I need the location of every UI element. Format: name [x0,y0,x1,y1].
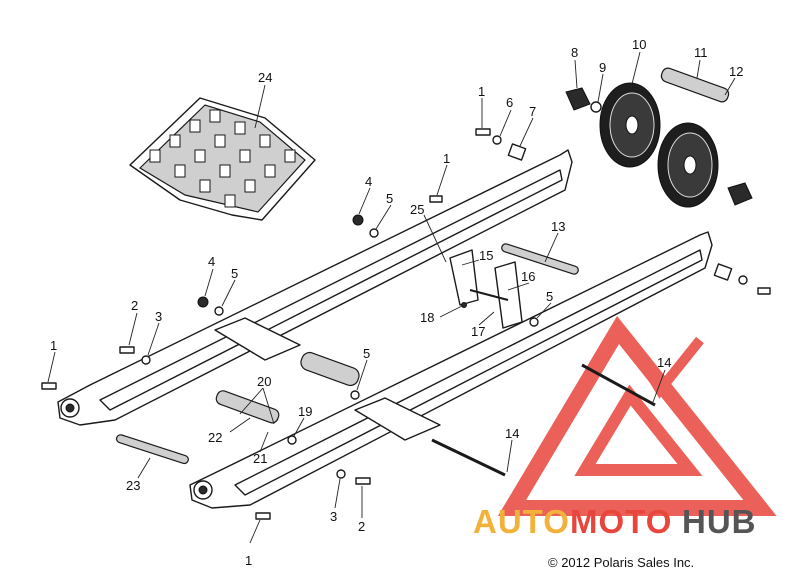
copyright-notice: © 2012 Polaris Sales Inc. [548,555,695,570]
left-rail [57,149,573,426]
callout-16: 16 [521,269,535,284]
callout-25: 25 [410,202,424,217]
watermark-text: AUTO MOTO HUB [473,503,757,540]
callout-14: 14 [657,355,671,370]
callout-7: 7 [529,104,536,119]
callout-23: 23 [126,478,140,493]
callout-3: 3 [155,309,162,324]
shaft-23 [116,434,189,465]
callout-22: 22 [208,430,222,445]
callout-14: 14 [505,426,519,441]
callout-18: 18 [420,310,434,325]
right-rail [189,231,713,509]
callout-2: 2 [358,519,365,534]
callout-1: 1 [50,338,57,353]
callout-4: 4 [208,254,215,269]
callout-8: 8 [571,45,578,60]
callout-12: 12 [729,64,743,79]
callout-1: 1 [245,553,252,568]
callout-21: 21 [253,451,267,466]
callout-4: 4 [365,174,372,189]
callout-20: 20 [257,374,271,389]
leader-lines [47,51,736,544]
watermark-triangle-inner [574,384,703,476]
track-belt [129,97,316,221]
callout-1: 1 [443,151,450,166]
idler-wheel-top [599,82,661,168]
callout-15: 15 [479,248,493,263]
fasteners [41,128,771,520]
watermark-auto: AUTO [473,503,570,540]
rod-14-bottom [431,438,506,477]
callout-labels: 1 1 1 1 2 2 3 3 4 4 5 5 5 5 6 7 8 9 10 1… [50,37,743,568]
callout-2: 2 [131,298,138,313]
callout-1: 1 [478,84,485,99]
watermark-triangle-outer [497,315,777,516]
callout-5: 5 [546,289,553,304]
callout-19: 19 [298,404,312,419]
callout-5: 5 [386,191,393,206]
callout-10: 10 [632,37,646,52]
watermark-triangle-bar [625,336,704,399]
callout-5: 5 [231,266,238,281]
watermark-hub: HUB [682,503,757,540]
callout-9: 9 [599,60,606,75]
callout-24: 24 [258,70,272,85]
idler-wheel-bottom [657,122,719,208]
center-shaft [300,351,360,387]
callout-6: 6 [506,95,513,110]
callout-3: 3 [330,509,337,524]
scissor-bracket [449,249,523,329]
callout-5: 5 [363,346,370,361]
cross-shaft-20 [215,390,280,424]
watermark-logo [497,315,777,516]
callout-13: 13 [551,219,565,234]
shaft-13 [501,243,579,275]
bearing-caps [565,87,753,206]
idler-axle [660,67,730,103]
callout-17: 17 [471,324,485,339]
callout-11: 11 [694,45,708,60]
watermark-moto: MOTO [570,503,672,540]
rod-14-top [581,363,656,407]
